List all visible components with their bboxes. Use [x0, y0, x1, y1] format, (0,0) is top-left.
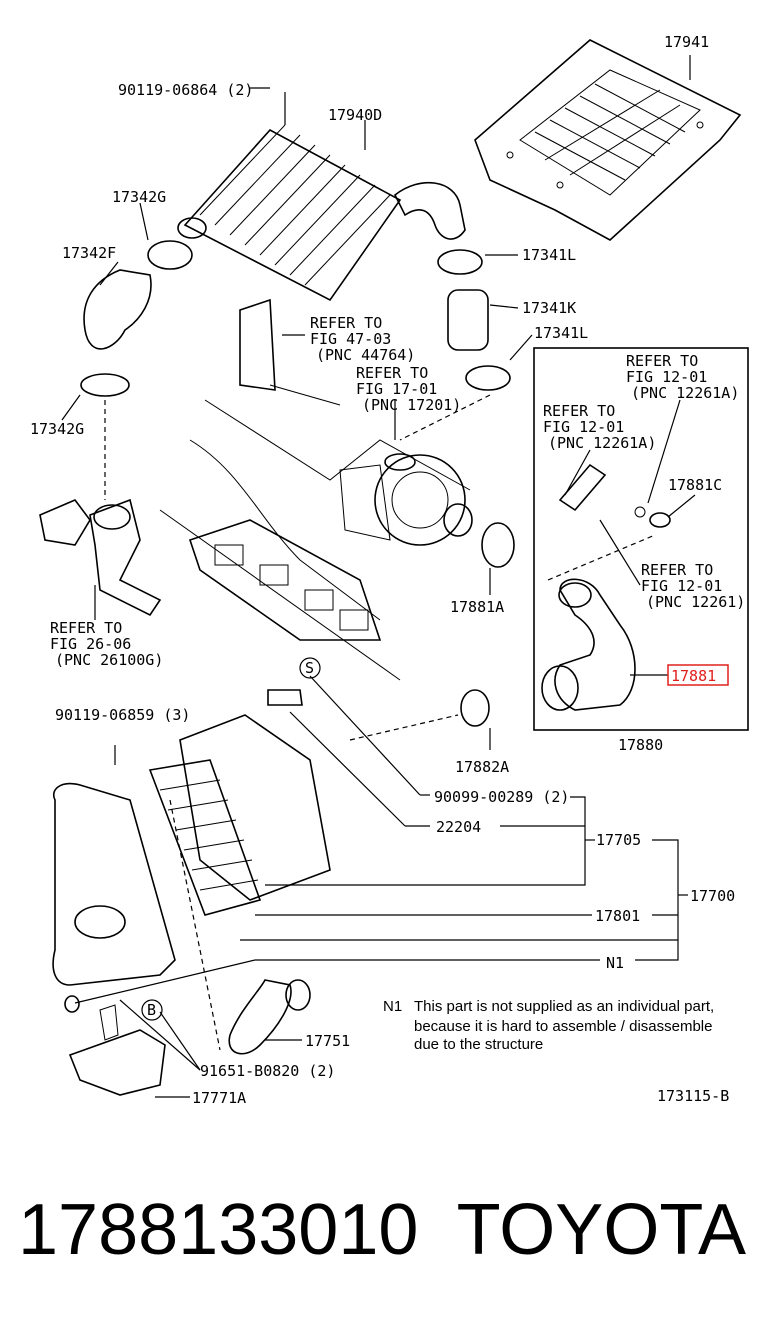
- label-17341L-mid: 17341L: [534, 324, 588, 342]
- highlight-box-17881: [667, 664, 729, 686]
- ref-fig12c-line2: FIG 12-01: [641, 577, 722, 595]
- label-17342G-top: 17342G: [112, 188, 166, 206]
- label-N1: N1: [606, 954, 624, 972]
- label-17940D: 17940D: [328, 106, 382, 124]
- ref-fig26-line1: REFER TO: [50, 619, 122, 637]
- label-17881[interactable]: 17881: [671, 667, 716, 685]
- ref-fig12b-line3: (PNC 12261A): [548, 434, 656, 452]
- callout-s-circle: [299, 657, 321, 679]
- ref-fig12b-line2: FIG 12-01: [543, 418, 624, 436]
- valve-assembly-drawing: [39, 498, 162, 617]
- detail-box: [533, 347, 749, 731]
- label-17341L-top: 17341L: [522, 246, 576, 264]
- note-line2: because it is hard to assemble / disasse…: [414, 1018, 712, 1035]
- note-tag: N1: [383, 998, 402, 1015]
- footer: 1788133010 TOYOTA: [0, 1180, 760, 1290]
- air-cleaner-drawing: [52, 689, 331, 1013]
- turbocharger-drawing: [339, 453, 473, 546]
- note-line3: due to the structure: [414, 1036, 543, 1053]
- hose-17341K-drawing: [399, 249, 511, 441]
- label-90119-06864: 90119-06864 (2): [118, 81, 253, 99]
- callout-s: S: [305, 659, 314, 677]
- label-91651-B0820: 91651-B0820 (2): [200, 1062, 335, 1080]
- callout-b: B: [147, 1001, 156, 1019]
- label-22204: 22204: [436, 818, 481, 836]
- brand-name: TOYOTA: [456, 1190, 746, 1270]
- label-17801: 17801: [595, 907, 640, 925]
- ref-fig12c-line3: (PNC 12261): [646, 593, 745, 611]
- ref-fig12b-line1: REFER TO: [543, 402, 615, 420]
- label-17882A: 17882A: [455, 758, 509, 776]
- label-17342G-bottom: 17342G: [30, 420, 84, 438]
- intercooler-cover-drawing: [474, 39, 742, 241]
- label-17342F: 17342F: [62, 244, 116, 262]
- ref-fig17-line1: REFER TO: [356, 364, 428, 382]
- diagram-code: 173115-B: [657, 1087, 729, 1105]
- label-17341K: 17341K: [522, 299, 576, 317]
- ref-fig17-line2: FIG 17-01: [356, 380, 437, 398]
- ref-fig26-line2: FIG 26-06: [50, 635, 131, 653]
- label-17705: 17705: [596, 831, 641, 849]
- clamp-17881A-drawing: [481, 522, 515, 568]
- label-17880: 17880: [618, 736, 663, 754]
- bracket-17771A-drawing: [68, 1004, 166, 1096]
- dash-line-17882A: [349, 714, 459, 741]
- label-90099-00289: 90099-00289 (2): [434, 788, 569, 806]
- label-90119-06859: 90119-06859 (3): [55, 706, 190, 724]
- ref-fig47-line2: FIG 47-03: [310, 330, 391, 348]
- ref-fig47-line3: (PNC 44764): [316, 346, 415, 364]
- ref-fig17-line3: (PNC 17201): [362, 396, 461, 414]
- callout-b-circle: [141, 999, 163, 1021]
- ref-fig12c-line1: REFER TO: [641, 561, 713, 579]
- ref-fig26-line3: (PNC 26100G): [55, 651, 163, 669]
- engine-manifold-drawing: [159, 298, 471, 681]
- label-17751: 17751: [305, 1032, 350, 1050]
- label-17881C: 17881C: [668, 476, 722, 494]
- ref-fig47-line1: REFER TO: [310, 314, 382, 332]
- hose-assembly-17880-drawing: [541, 463, 671, 711]
- note-line1: This part is not supplied as an individu…: [414, 998, 714, 1015]
- parts-diagram: 17941 90119-06864 (2) 17940D 17342G 1734…: [30, 33, 749, 1107]
- intercooler-drawing: [177, 92, 466, 302]
- ref-fig12a-line3: (PNC 12261A): [631, 384, 739, 402]
- part-number: 1788133010: [18, 1190, 419, 1270]
- hose-17751-drawing: [228, 979, 311, 1055]
- leader-lines: [61, 55, 696, 1098]
- hose-17342F-drawing: [80, 240, 193, 500]
- ref-fig12a-line1: REFER TO: [626, 352, 698, 370]
- label-17941: 17941: [664, 33, 709, 51]
- label-17700: 17700: [690, 887, 735, 905]
- ref-fig12a-line2: FIG 12-01: [626, 368, 707, 386]
- label-17881A: 17881A: [450, 598, 504, 616]
- label-17771A: 17771A: [192, 1089, 246, 1107]
- clamp-17882A-drawing: [460, 689, 490, 727]
